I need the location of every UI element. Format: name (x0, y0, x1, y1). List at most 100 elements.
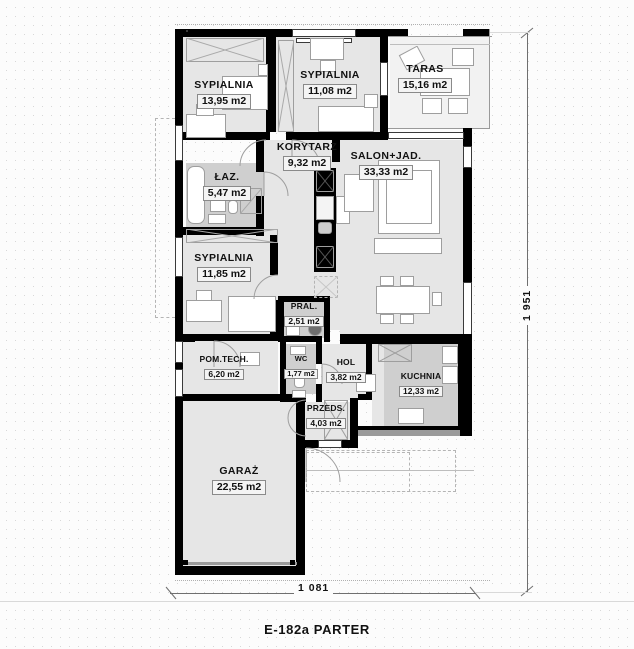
eave-left (155, 118, 175, 318)
label-garaz: GARAŻ 22,55 m2 (198, 466, 280, 495)
wall-bed1-korytarz (183, 132, 270, 140)
chimney-shadow-cross (314, 276, 338, 298)
wardrobe-bed2 (364, 94, 378, 108)
label-sypialnia-3-name: SYPIALNIA (194, 252, 254, 264)
wall-bed3-right (270, 235, 278, 275)
media-unit-salon (374, 238, 442, 254)
wall-left-garage-lip (175, 363, 183, 369)
label-pralnia-area: 2,51 m2 (284, 316, 324, 327)
label-przedsionek-name: PRZEDS. (306, 403, 346, 413)
wardrobe-bed2-cross (278, 40, 294, 132)
label-sypialnia-3-area: 11,85 m2 (197, 267, 251, 282)
label-korytarz-area: 9,32 m2 (282, 156, 332, 171)
dining-table-salon (376, 286, 430, 314)
cabinet-wc (292, 390, 306, 398)
label-lazienka-area: 5,47 m2 (202, 186, 252, 201)
wall-right-salon-mid (463, 168, 472, 282)
label-garaz-name: GARAŻ (219, 465, 259, 477)
wall-top-mid (270, 29, 292, 37)
plan-caption: E-182a PARTER (264, 622, 370, 637)
label-kuchnia-area: 12,33 m2 (399, 386, 443, 397)
label-sypialnia-2: SYPIALNIA 11,08 m2 (290, 70, 370, 99)
label-lazienka: ŁAZ. 5,47 m2 (196, 172, 258, 201)
washer-lazienka (208, 214, 226, 224)
label-pom-tech: POM.TECH. 6,20 m2 (186, 355, 262, 382)
wall-wc-left (280, 342, 286, 402)
label-garaz-area: 22,55 m2 (211, 480, 267, 495)
extension-line-top (490, 32, 530, 33)
label-pom-tech-area: 6,20 m2 (204, 369, 244, 380)
terrace-chair-3 (452, 48, 474, 66)
dining-chair-3 (380, 314, 394, 324)
sink-wc (290, 346, 306, 355)
jamb-pomtech (183, 336, 195, 342)
wall-wc-top (280, 336, 322, 342)
terrace-step-line (306, 470, 474, 471)
label-sypialnia-1-name: SYPIALNIA (194, 79, 254, 91)
boiler-pomtech (240, 352, 260, 366)
label-wc: WC 1,77 m2 (284, 355, 318, 381)
wardrobe-hol-cross (378, 344, 412, 362)
window-garage-left (175, 369, 183, 397)
wall-pralnia-left (278, 296, 284, 342)
wall-right-salon-top (463, 128, 472, 150)
shower-lazienka-mark (240, 188, 262, 214)
eave-bottom (175, 580, 490, 581)
wall-lazienka-right (256, 140, 264, 172)
wall-top-terrace-r (463, 29, 490, 37)
window-sypialnia-3-left (175, 237, 183, 277)
wall-left-mid2 (175, 277, 183, 341)
wall-salon-bottom (340, 334, 472, 344)
label-pom-tech-name: POM.TECH. (199, 354, 249, 364)
wall-left-lower (175, 397, 183, 575)
entry-door (318, 440, 342, 448)
wall-top-left-b (227, 29, 270, 37)
bed-2 (318, 106, 374, 132)
terrace-chair-2 (448, 98, 468, 114)
wardrobe-korytarz (186, 229, 278, 243)
wall-top-left (175, 29, 227, 37)
label-korytarz-name: KORYTARZ (276, 141, 338, 153)
wall-hol-kuchnia (366, 344, 372, 394)
wall-right-kitchen (458, 340, 472, 434)
separator-line (0, 601, 634, 602)
wall-left-upper (175, 29, 183, 125)
wall-top-terrace (386, 29, 408, 37)
chimney-flue-bottom-cross (316, 246, 334, 268)
label-hol-area: 3,82 m2 (326, 372, 366, 383)
label-przedsionek: PRZEDS. 4,03 m2 (300, 404, 352, 431)
wall-przeds-bottom2 (342, 440, 358, 448)
label-wc-name: WC (294, 354, 308, 363)
fireplace (316, 196, 334, 220)
garage-door-jamb-r (290, 560, 295, 565)
dining-chair-1 (380, 276, 394, 286)
terrace-chair-4 (398, 46, 426, 71)
garage-door (183, 562, 297, 565)
wall-korytarz-salon (332, 140, 340, 162)
wardrobe-korytarz-cross (186, 229, 278, 243)
wardrobe-bed2-left (278, 40, 294, 132)
chimney-shadow (314, 276, 338, 298)
terrace-edge-inner (390, 44, 490, 45)
wall-bed3-bottom (183, 334, 278, 341)
kitchen-sink (398, 408, 424, 424)
wall-between-bed1-bed2 (266, 36, 276, 132)
wall-top-mid-b (356, 29, 386, 37)
extension-line-bottom (476, 592, 532, 593)
wall-bed2-korytarz (292, 132, 388, 140)
label-pralnia-name: PRAL. (290, 301, 318, 311)
label-hol: HOL 3,82 m2 (324, 358, 368, 385)
chimney-flue-top-cross (316, 170, 334, 192)
label-salon: SALON+JAD. 33,33 m2 (344, 151, 428, 180)
wall-bottom-garage (175, 566, 305, 575)
label-sypialnia-1-area: 13,95 m2 (196, 94, 252, 109)
nightstand-bed1 (258, 64, 268, 76)
room-fill-pom-tech (182, 340, 278, 396)
label-kuchnia-name: KUCHNIA (400, 371, 442, 381)
label-taras: TARAS 15,16 m2 (392, 64, 458, 93)
terrace-edge-bottom (386, 128, 490, 129)
dining-chair-5 (432, 292, 442, 306)
wall-pomtech-bottom (183, 394, 298, 401)
desk-bed2 (310, 38, 344, 60)
